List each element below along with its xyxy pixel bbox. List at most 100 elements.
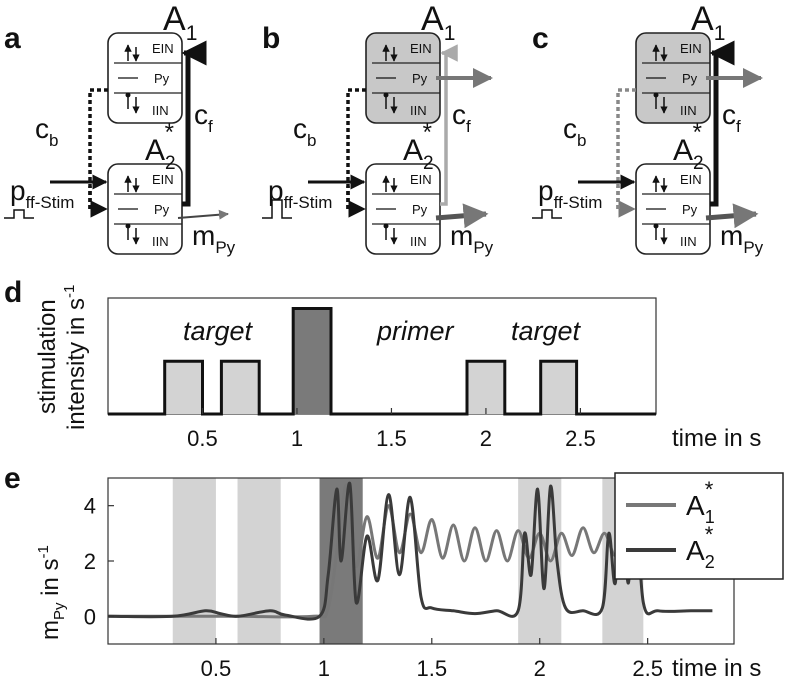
panel-b-bottom-inh-dot xyxy=(383,223,389,229)
panel-a-top-box xyxy=(107,32,183,124)
panel-b-label-area-bottom: A2* xyxy=(403,119,434,174)
panel-c-bottom-label-ein: EIN xyxy=(680,172,702,187)
panel-a-top-label-iin: IIN xyxy=(152,103,169,118)
panel-b-label-area-top: A1* xyxy=(421,0,455,45)
panel-c-bottom-inh-dot xyxy=(653,223,659,229)
panel-a-bottom-label-ein: EIN xyxy=(152,172,174,187)
panel-e-yticks: 0 2 4 xyxy=(84,494,114,629)
panel-d-letter: d xyxy=(4,276,22,309)
panel-c-label-cb: cb xyxy=(563,113,586,150)
e-band-1 xyxy=(237,478,281,644)
panel-b-cf-path xyxy=(440,44,458,206)
panel-b-top-label-py: Py xyxy=(412,71,428,86)
e-ytick-label-1: 2 xyxy=(84,549,96,574)
panel-a-label-stim: pff-Stim xyxy=(10,175,74,212)
panel-a-bottom-box xyxy=(107,163,183,255)
legend-label-a1: A1* xyxy=(686,477,715,527)
d-xtick-label-0: 0.5 xyxy=(187,426,218,451)
panel-a-label-out: mPy xyxy=(192,220,236,257)
panel-b-label-cf: cf xyxy=(452,99,471,136)
d-xtick-label-2: 1.5 xyxy=(376,426,407,451)
panel-a-top-label-py: Py xyxy=(154,71,170,86)
panel-e-letter: e xyxy=(4,462,21,495)
panel-c-out-arrow xyxy=(705,203,759,229)
panel-b-label-cb: cb xyxy=(293,113,316,150)
e-ytick-label-2: 4 xyxy=(84,494,96,519)
panel-d: d stimulation intensity in s-1 target pr… xyxy=(4,276,761,452)
panel-a-label-cf: cf xyxy=(194,99,213,136)
panel-d-ylabel-line2: intensity in s-1 xyxy=(61,285,90,430)
legend: A1* A2* xyxy=(614,472,784,580)
panel-a-label-area-top: A1* xyxy=(163,0,197,45)
d-xtick-label-4: 2.5 xyxy=(565,426,596,451)
e-band-0 xyxy=(172,478,216,644)
d-xtick-label-3: 2 xyxy=(480,426,492,451)
circuit-panels: aEINPyIINEINPyIINA1*A2*cbcfpff-StimmPybE… xyxy=(4,0,764,257)
panel-a-cf-path xyxy=(181,40,207,207)
panel-d-bars xyxy=(164,308,577,414)
panel-a-bottom-inh-dot xyxy=(125,223,131,229)
panel-c-label-area-bottom: A2* xyxy=(673,119,704,174)
panel-b-top-label-ein: EIN xyxy=(410,41,432,56)
panel-a-bottom-label-py: Py xyxy=(154,202,170,217)
panel-a-label-cb: cb xyxy=(35,113,58,150)
panel-c-top-label-iin: IIN xyxy=(680,103,697,118)
panel-e-xlabel: time in s xyxy=(672,655,761,682)
panel-c-cb-path xyxy=(616,88,636,218)
panel-b-bottom-label-py: Py xyxy=(412,202,428,217)
legend-box xyxy=(614,472,784,580)
stim-bar-1 xyxy=(221,361,260,414)
e-xtick-label-1: 1 xyxy=(318,656,330,681)
panel-c-top-label-py: Py xyxy=(682,71,698,86)
panel-d-xlabel: time in s xyxy=(672,425,761,452)
panel-b-pulse-icon xyxy=(262,199,292,219)
e-xtick-label-4: 2.5 xyxy=(632,656,663,681)
label-target-2: target xyxy=(511,316,582,346)
panel-d-ylabel-line1: stimulation xyxy=(34,299,61,414)
panel-c-top-inh-dot xyxy=(653,92,659,98)
panel-c-label-stim: pff-Stim xyxy=(538,175,602,212)
stim-bar-2 xyxy=(293,308,331,414)
panel-b-out-arrow xyxy=(435,203,489,229)
panel-a-top-inh-dot xyxy=(125,92,131,98)
panel-b-bottom-label-iin: IIN xyxy=(410,234,427,249)
stim-bar-3 xyxy=(467,361,505,414)
panel-a-label-area-bottom: A2* xyxy=(145,119,176,174)
e-ytick-label-0: 0 xyxy=(84,604,96,629)
legend-label-a2: A2* xyxy=(686,522,715,572)
panel-c-bottom-label-iin: IIN xyxy=(680,234,697,249)
panel-b-label-stim: pff-Stim xyxy=(268,175,332,212)
e-xtick-label-3: 2 xyxy=(534,656,546,681)
panel-c-letter: c xyxy=(532,22,549,55)
e-xtick-label-0: 0.5 xyxy=(201,656,232,681)
panel-a-out-arrow xyxy=(177,209,229,220)
panel-b-bottom-box xyxy=(365,163,441,255)
label-target-1: target xyxy=(183,316,254,346)
panel-e-ylabel: mPy in s-1 xyxy=(35,545,68,640)
stim-bar-0 xyxy=(164,361,203,414)
panel-b-top-inh-dot xyxy=(383,92,389,98)
panel-d-stimulus-line xyxy=(108,307,656,416)
panel-a-bottom-label-iin: IIN xyxy=(152,234,169,249)
panel-d-xticks: 0.5 1 1.5 2 2.5 xyxy=(187,408,596,451)
panel-c-label-cf: cf xyxy=(722,99,741,136)
d-xtick-label-1: 1 xyxy=(291,426,303,451)
panel-c-cf-path xyxy=(709,40,735,207)
panel-c-top-label-ein: EIN xyxy=(680,41,702,56)
panel-b-cb-path xyxy=(346,88,366,218)
panel-c-bottom-label-py: Py xyxy=(682,202,698,217)
panel-b-letter: b xyxy=(262,22,280,55)
panel-a-cb-path xyxy=(88,88,108,218)
panel-c-bottom-box xyxy=(635,163,711,255)
panel-c-pulse-icon xyxy=(532,209,562,219)
panel-a-top-label-ein: EIN xyxy=(152,41,174,56)
label-primer: primer xyxy=(376,316,455,346)
stim-bar-4 xyxy=(540,361,577,414)
panel-b-bottom-label-ein: EIN xyxy=(410,172,432,187)
panel-a-pulse-icon xyxy=(4,209,34,219)
